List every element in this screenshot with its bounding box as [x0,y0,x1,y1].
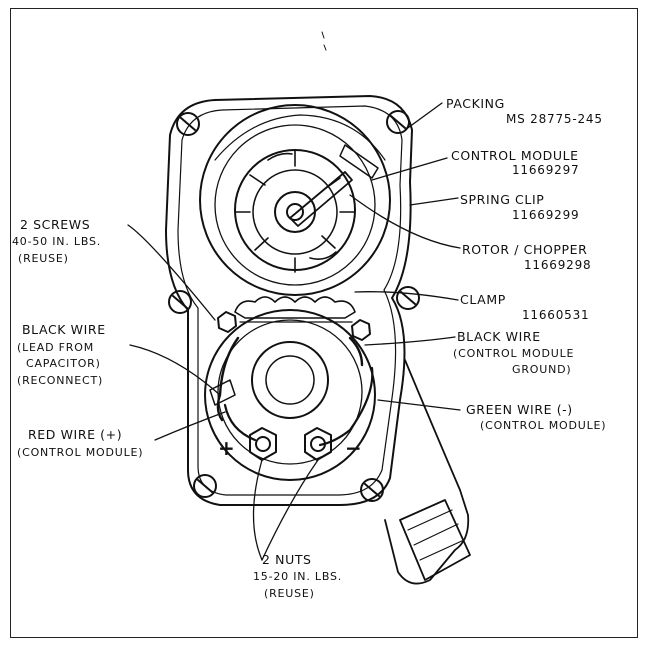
label-screws: 2 SCREWS [20,217,91,232]
label-packing: PACKING [446,96,505,111]
nut-positive [249,427,277,461]
label-spring-clip-part: 11669299 [512,208,580,222]
label-rotor-chopper: ROTOR / CHOPPER [462,242,588,257]
lower-chamber-outer [204,309,376,481]
lower-hub-inner [265,355,315,405]
nut-negative [304,427,332,461]
leader-rotor [349,194,461,249]
upper-chamber-outer [199,104,391,296]
figure-frame [10,8,638,638]
label-black-wire-left-sub1: (LEAD FROM [17,341,94,354]
label-clamp-part: 11660531 [522,308,590,322]
label-black-wire-right-sub2: GROUND) [512,363,572,376]
leader-green-wire [377,399,461,411]
corner-bolt-bottom-right [360,478,384,502]
label-clamp: CLAMP [460,292,506,307]
label-green-wire-sub: (CONTROL MODULE) [480,419,607,432]
corner-bolt-mid-right [396,286,420,310]
housing-outline [165,95,413,506]
label-red-wire: RED WIRE (+) [28,427,123,442]
clamp [234,296,356,319]
housing-inner-outline [177,105,403,496]
label-nuts-reuse: (REUSE) [264,587,315,600]
corner-bolt-bottom-left [193,474,217,498]
label-rotor-part: 11669298 [524,258,592,272]
lower-hub-outer [251,341,329,419]
black-wire-left [216,336,240,422]
leader-red-wire [154,411,226,441]
label-screws-torque: 40-50 IN. LBS. [12,235,102,248]
leader-control-module [371,157,448,181]
label-spring-clip: SPRING CLIP [460,192,545,207]
leader-screws [127,224,216,321]
label-black-wire-left-sub2: CAPACITOR) [26,357,101,370]
leader-black-wire-right [364,336,456,346]
label-nuts-torque: 15-20 IN. LBS. [253,570,343,583]
leader-nuts-plus [252,459,263,561]
upper-chamber-mid [214,124,376,286]
leader-spring-clip [409,197,459,206]
minus-terminal-sign: − [345,436,362,460]
lower-chamber-inner [217,319,363,465]
label-control-module-part: 11669297 [512,163,580,177]
spring-clip-arm [289,171,353,227]
label-black-wire-right: BLACK WIRE [457,329,541,344]
corner-bolt-top-right [386,110,410,134]
packing-ring [214,114,386,161]
screw-right [351,319,371,341]
rotor-shaft [286,203,304,221]
label-red-wire-sub: (CONTROL MODULE) [17,446,144,459]
connector-plug [399,499,471,581]
green-wire [318,366,374,447]
screw-left [217,311,237,333]
label-black-wire-right-sub1: (CONTROL MODULE [453,347,575,360]
connector-housing [384,359,470,585]
label-green-wire: GREEN WIRE (-) [466,402,573,417]
wire-terminal-left [209,379,236,406]
black-wire-right [348,336,364,367]
leader-nuts-minus [261,459,319,561]
label-screws-reuse: (REUSE) [18,252,69,265]
rotor-hub [274,191,316,233]
corner-bolt-mid-left [168,290,192,314]
rotor-vanes [234,149,356,273]
label-black-wire-left: BLACK WIRE [22,322,106,337]
connector-ribs [407,509,465,561]
corner-bolt-top-left [176,112,200,136]
red-wire [223,403,257,442]
leader-black-wire-left [129,344,221,396]
label-control-module: CONTROL MODULE [451,148,579,163]
rotor-inner-ring [252,169,338,255]
stray-mark [321,31,327,51]
control-module-tab [339,144,379,179]
label-nuts: 2 NUTS [262,552,312,567]
leader-clamp [354,291,459,301]
label-black-wire-left-sub3: (RECONNECT) [17,374,104,387]
label-packing-part: MS 28775-245 [506,112,603,126]
leader-packing [404,102,443,131]
plus-terminal-sign: + [218,436,235,460]
